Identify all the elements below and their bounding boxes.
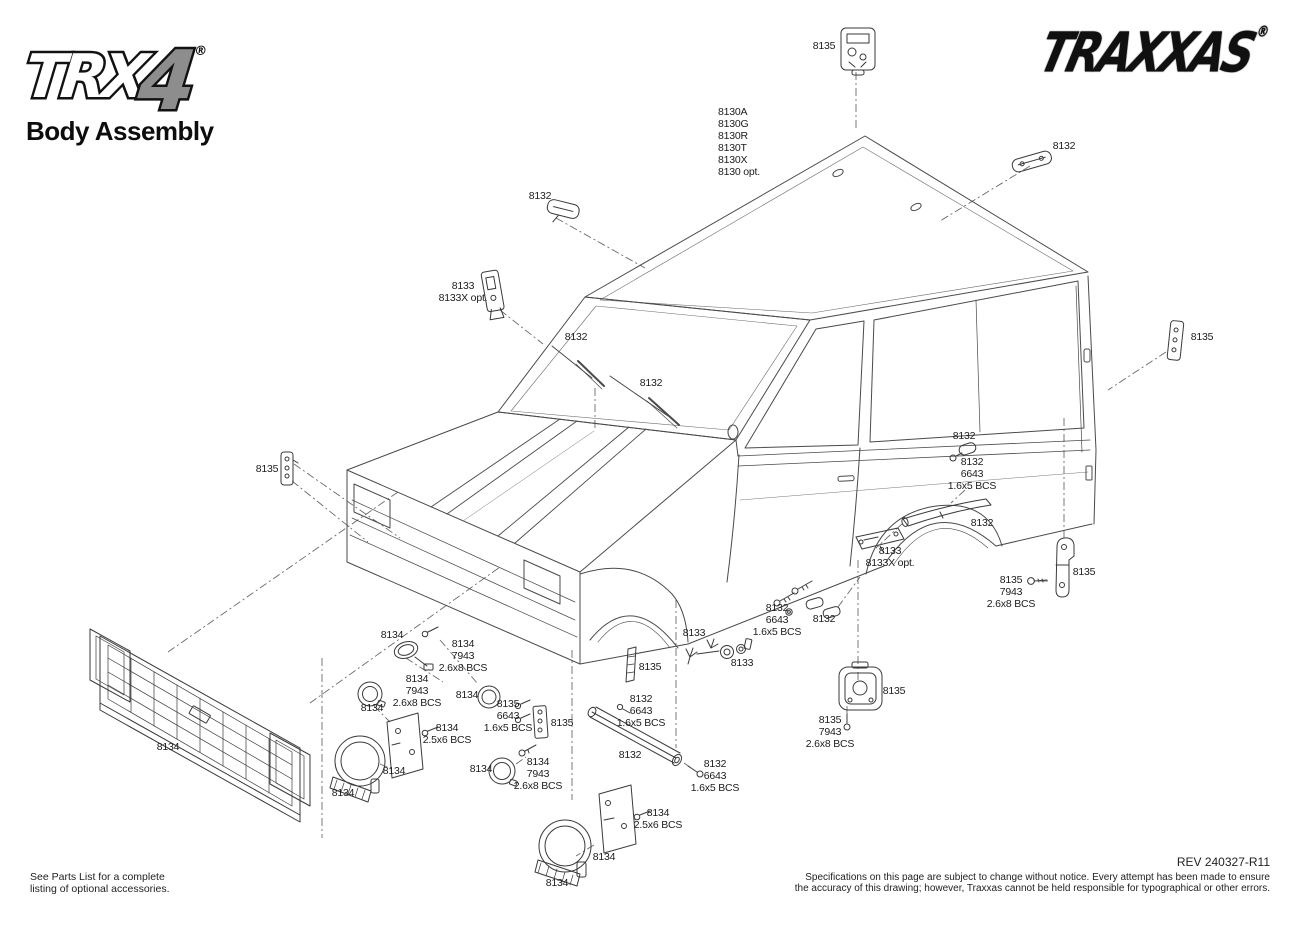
trx4-logo-number: 4: [131, 32, 198, 132]
part-callout-8133: 8133: [730, 657, 754, 670]
small-screws-icons: [421, 713, 851, 821]
part-icons: [89, 27, 1185, 887]
part-callout-8134: 8134: [469, 763, 493, 776]
mount-plate-8134-left-icon: [386, 712, 424, 779]
hood-latch-8133-icon: [480, 269, 505, 321]
hinge-plate-8135-icon: [514, 699, 549, 739]
part-callout-8134: 8134: [545, 877, 569, 890]
light-bucket-8134-icons: [357, 681, 518, 787]
part-callout-8132: 8132: [528, 190, 552, 203]
part-callout-8132: 8132: [639, 377, 663, 390]
page-title: Body Assembly: [26, 116, 214, 146]
wheel-well-8134-left-icon: [329, 735, 386, 803]
rocker-trim-8132-icon: [587, 703, 704, 778]
rocker-bracket-8133-icon: [855, 527, 905, 554]
screw-7943-right-icon: [1027, 577, 1048, 585]
trx4-logo: TRX4® Body Assembly: [19, 22, 214, 147]
footer-right: REV 240327-R11 Specifications on this pa…: [795, 855, 1270, 894]
bracket-8135-rear-icon: [1055, 537, 1075, 598]
door-handle: [837, 475, 855, 482]
latch-8135-right-icon: [1166, 320, 1185, 361]
clip-8132-top-right-icon: [1011, 150, 1052, 173]
disclaimer: Specifications on this page are subject …: [794, 872, 1270, 894]
leader-lines: [167, 72, 1167, 857]
traxxas-logo: TRAXXAS®: [1033, 21, 1272, 86]
mirror-8134-icon: [393, 626, 439, 671]
part-callout-8133: 8133: [682, 627, 706, 640]
body-mount-8135-top-icon: [840, 27, 876, 76]
wiper-right-icon: [609, 375, 669, 417]
registered-mark: ®: [193, 44, 203, 59]
hood: [346, 411, 737, 573]
mount-plate-8134-center-icon: [598, 784, 637, 854]
front-fascia: [346, 469, 581, 665]
part-callout-8135: 8135: [550, 717, 574, 730]
truck-body: [346, 135, 1097, 665]
roller-8132-icon: [949, 442, 977, 462]
windshield: [497, 296, 811, 441]
part-callout-8134: 8134: [156, 741, 180, 754]
part-callout-8134: 8134: [382, 765, 406, 778]
revision-number: REV 240327-R11: [1176, 855, 1270, 869]
rear-side-window: [869, 280, 1085, 443]
part-callout-8132: 8132: [618, 749, 642, 762]
part-callout-8135: 8135: [255, 463, 279, 476]
door-window: [744, 320, 865, 449]
part-callout-8135: 8135: [812, 40, 836, 53]
door-hinge-strip-8135-icon: [625, 646, 637, 683]
part-callout-8134: 8134: [331, 787, 355, 800]
part-callout-8132: 8132: [952, 430, 976, 443]
part-callout-8135: 8135: [1190, 331, 1214, 344]
latch-8135-left-icon: [280, 451, 299, 486]
part-callout-8132: 8132: [970, 517, 994, 530]
part-callout-8134: 8134: [455, 689, 479, 702]
part-callout-8134: 8134: [592, 851, 616, 864]
part-callout-8134: 8134: [360, 702, 384, 715]
part-callout-8135: 8135: [882, 685, 906, 698]
part-callout-8132: 8132: [564, 331, 588, 344]
trx4-logo-text: TRX4®: [19, 32, 203, 132]
tailgate: [1087, 275, 1097, 525]
part-callout-8135: 8135: [1072, 566, 1096, 579]
clip-8132-top-left-icon: [546, 199, 580, 223]
spare-mount-8135-icon: [838, 661, 883, 711]
part-callout-8132: 8132: [812, 613, 836, 626]
grille-8134-icon: [89, 628, 311, 823]
parts-list-note: See Parts List for a complete listing of…: [30, 871, 170, 895]
side-mirror: [727, 424, 739, 440]
hinge-screws-8132-icon: [773, 580, 841, 619]
part-callout-8132: 8132: [1052, 140, 1076, 153]
part-callout-8134: 8134: [380, 629, 404, 642]
step-rail-8132-icon: [901, 498, 992, 527]
wheel-well-8134-center-icon: [534, 819, 592, 887]
latch-springs-8133-icon: [685, 638, 753, 665]
part-callout-8135: 8135: [638, 661, 662, 674]
